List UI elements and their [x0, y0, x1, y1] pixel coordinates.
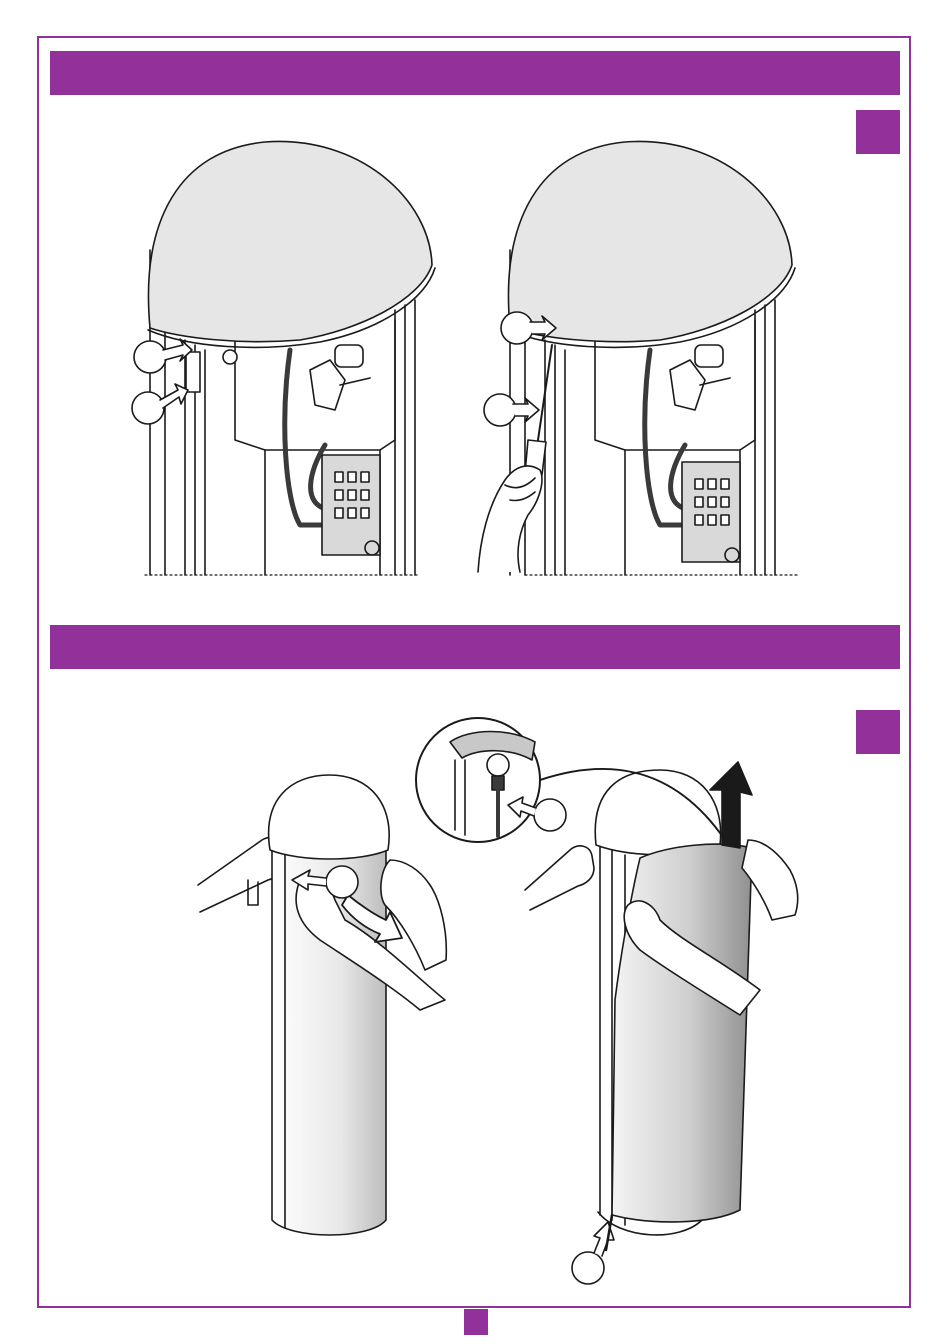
callout-circle: [326, 866, 358, 898]
callout-circle: [572, 1252, 604, 1284]
callout-circle: [134, 341, 166, 373]
dome-shape: [269, 775, 390, 859]
callout-circle: [132, 392, 164, 424]
lamp-bulb-icon: [487, 754, 509, 776]
dome-shape: [148, 141, 432, 341]
illustration-cover-removal-hex-key: [198, 775, 446, 1235]
illustration-dome-removal-screwdriver: [478, 141, 800, 575]
cover-panel: [612, 844, 752, 1222]
callout-circle: [484, 394, 516, 426]
dome-shape: [508, 141, 792, 341]
callout-circle: [501, 312, 533, 344]
illustration-cover-lift-with-lamp-detail: [416, 718, 798, 1284]
illustration-dome-removal-left: [132, 141, 435, 575]
callout-circle: [534, 799, 566, 831]
